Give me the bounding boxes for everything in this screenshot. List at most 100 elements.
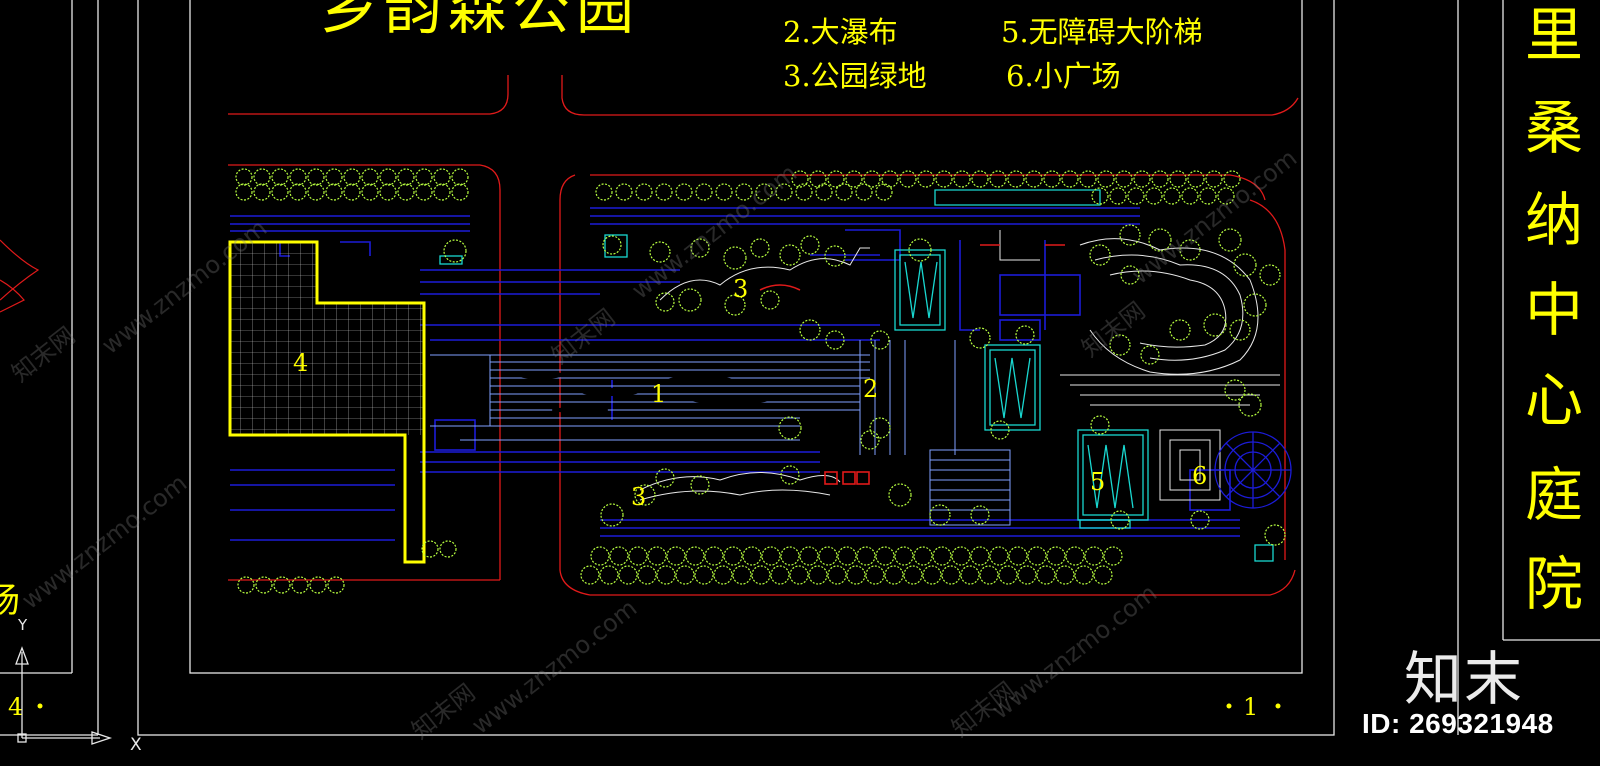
znzmo-logo: 知末 [1404,645,1525,713]
tree-symbol [1007,170,1025,188]
tree-symbol [789,565,809,585]
tree-symbol [235,168,253,186]
area-label-6: 6 [1192,462,1207,490]
tree-symbol [291,576,309,594]
tree-symbol [1163,187,1181,205]
area-label-5: 5 [1090,468,1105,496]
tree-symbol [755,183,773,201]
tree-symbol [865,565,885,585]
tree-symbol [685,546,705,566]
tree-symbol [835,183,853,201]
tree-symbol [884,565,904,585]
tree-symbol [846,565,866,585]
tree-symbol [397,183,415,201]
tree-symbol [666,546,686,566]
tree-symbol [1097,170,1115,188]
tree-symbol [1243,293,1267,317]
tree-symbol [1017,565,1037,585]
page-mark-left: 4 [8,693,23,721]
area-label-3-top: 3 [733,275,748,303]
tree-symbol [271,168,289,186]
tree-symbol [235,183,253,201]
tree-symbol [870,330,890,350]
tree-symbol [635,183,653,201]
tree-symbol [808,565,828,585]
tree-symbol [704,546,724,566]
right-char-7: 院 [1525,550,1583,618]
tree-symbol [253,183,271,201]
right-char-1: 里 [1525,1,1583,69]
tree-symbol [800,235,820,255]
tree-symbol [855,183,873,201]
tree-symbol [1065,546,1085,566]
tree-symbol [309,576,327,594]
tree-symbol [1084,546,1104,566]
tree-symbol [433,168,451,186]
right-char-6: 庭 [1525,461,1583,529]
tree-symbol [894,546,914,566]
tree-symbol [655,292,675,312]
svg-text:5.无障碍大阶梯: 5.无障碍大阶梯 [1001,15,1203,49]
tree-symbol [1169,319,1191,341]
tree-symbol [875,546,895,566]
page-marks: 1 4 场 [0,581,1281,721]
tree-symbol [953,170,971,188]
tree-symbol [903,565,923,585]
tree-symbol [1015,325,1035,345]
tree-symbol [795,183,813,201]
tree-symbol [815,183,833,201]
tree-symbol [421,540,439,558]
tree-symbol [979,565,999,585]
watermark-site-4: www.znzmo.com [466,594,642,740]
tree-symbol [970,546,990,566]
tree-symbol [935,170,953,188]
tree-symbol [618,565,638,585]
tree-symbol [1238,393,1262,417]
image-id-label: ID: 269321948 [1362,708,1554,739]
tree-symbol [443,239,467,263]
tree-symbol [778,416,802,440]
tree-symbol [951,546,971,566]
drawing-frames [0,0,1600,736]
tree-symbol [1181,187,1199,205]
tree-symbol [675,183,693,201]
tree-symbol [1043,170,1061,188]
tree-symbol [825,330,845,350]
area-4-building [228,240,426,564]
tree-symbol [723,246,747,270]
tree-symbol [325,183,343,201]
tree-symbol [837,546,857,566]
area-1-lake [430,340,1011,526]
tree-symbol [1110,510,1130,530]
tree-symbol [1027,546,1047,566]
legend-label-5: 无障碍大阶梯 [1029,15,1203,49]
tree-symbol [695,183,713,201]
tree-symbol [845,170,863,188]
watermark-site-6: www.znzmo.com [16,469,192,615]
drawing-title: 乡韵森公园 [320,0,640,42]
tree-symbol [960,565,980,585]
tree-symbol [647,546,667,566]
tree-symbol [1140,345,1160,365]
tree-symbol [325,168,343,186]
tree-symbol [860,430,880,450]
legend-label-6: 小广场 [1034,59,1121,93]
right-char-4: 中 [1525,276,1583,344]
tree-symbol [439,540,457,558]
tree-symbol [379,168,397,186]
tree-symbol [634,484,656,506]
tree-symbol [655,183,673,201]
tree-symbol [678,288,702,312]
tree-symbol [899,170,917,188]
tree-symbol [271,183,289,201]
legend-num-2: 2. [783,15,811,49]
legend-num-3: 3. [783,59,811,93]
tree-symbol [1036,565,1056,585]
tree-symbol [656,565,676,585]
tree-symbol [856,546,876,566]
tree-symbol [791,170,809,188]
tree-symbol [602,235,622,255]
area-label-3-bottom: 3 [631,483,646,511]
tree-symbol [929,504,951,526]
tree-symbol [1133,170,1151,188]
